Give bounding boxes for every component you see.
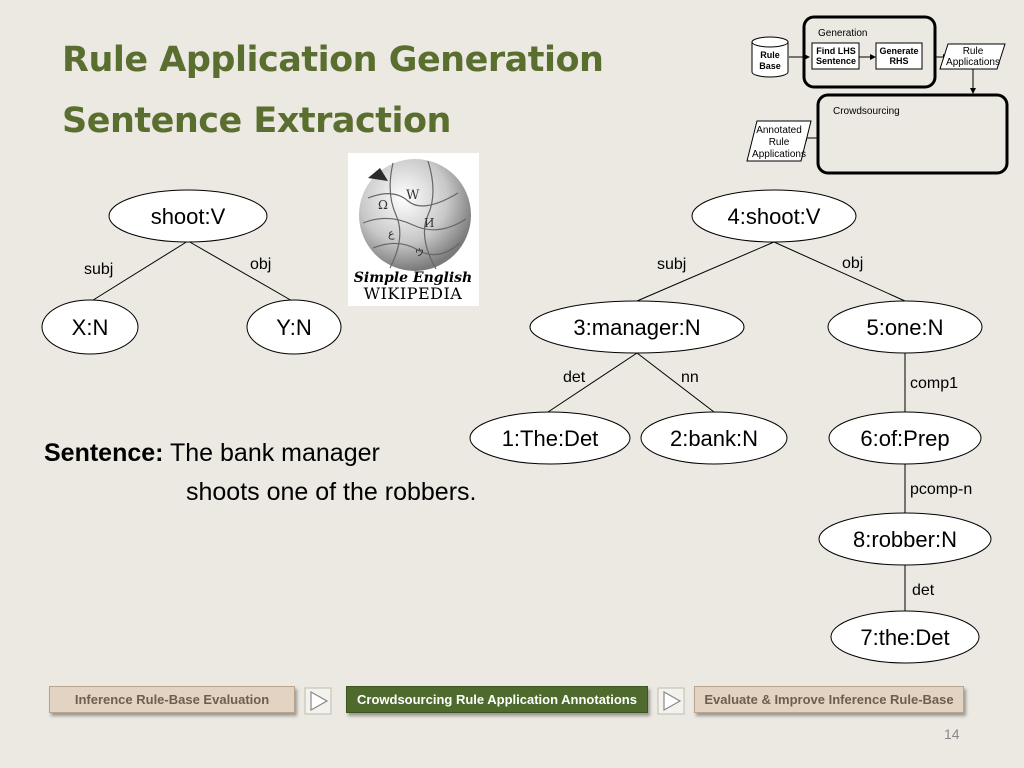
node-root-label: shoot:V bbox=[151, 204, 226, 229]
svg-text:W: W bbox=[406, 188, 420, 203]
svg-text:ع: ع bbox=[388, 227, 395, 240]
edge-nn-label: nn bbox=[681, 369, 699, 386]
node-6 bbox=[828, 411, 982, 465]
edge-obj bbox=[773, 241, 906, 302]
edge-subj-label: subj bbox=[657, 256, 686, 273]
arrowhead bbox=[804, 54, 810, 60]
edge-subj-label: subj bbox=[84, 261, 113, 278]
logo-line1: Simple English bbox=[354, 270, 472, 286]
node-4 bbox=[691, 189, 857, 243]
page-subtitle: Sentence Extraction bbox=[62, 101, 451, 141]
arrowhead bbox=[970, 88, 976, 94]
node-3-label: 3:manager:N bbox=[573, 315, 700, 340]
node-5 bbox=[827, 300, 983, 354]
crowdsourcing-box bbox=[816, 93, 1009, 175]
play-arrow-icon bbox=[310, 690, 329, 712]
page-title: Rule Application Generation bbox=[62, 40, 604, 80]
node-7 bbox=[830, 610, 980, 664]
node-6-label: 6:of:Prep bbox=[860, 426, 949, 451]
edge-det2-label: det bbox=[912, 582, 935, 599]
node-y bbox=[246, 299, 342, 355]
edge-pcomp-label: pcomp-n bbox=[910, 481, 972, 498]
generation-box bbox=[802, 15, 937, 89]
node-y-label: Y:N bbox=[276, 315, 311, 340]
arrowhead bbox=[870, 54, 876, 60]
edge-subj bbox=[636, 241, 775, 302]
parse-tree: 4:shoot:V 3:manager:N 5:one:N 1:The:Det … bbox=[469, 189, 992, 664]
sentence-line2: shoots one of the robbers. bbox=[186, 478, 477, 506]
node-x-label: X:N bbox=[72, 315, 109, 340]
edge-obj-label: obj bbox=[250, 256, 271, 273]
sentence-line1: The bank manager bbox=[169, 439, 380, 467]
node-1 bbox=[469, 411, 631, 465]
crowdsourcing-label: Crowdsourcing bbox=[833, 106, 900, 117]
node-x bbox=[41, 299, 139, 355]
edge-nn bbox=[636, 352, 715, 413]
edge-obj bbox=[187, 240, 295, 303]
node-5-label: 5:one:N bbox=[866, 315, 943, 340]
edge-comp1-label: comp1 bbox=[910, 375, 958, 392]
node-7-label: 7:the:Det bbox=[860, 625, 949, 650]
step-evaluate-improve[interactable]: Evaluate & Improve Inference Rule-Base bbox=[694, 686, 964, 713]
node-8 bbox=[818, 512, 992, 566]
play-arrow-icon bbox=[663, 690, 682, 712]
annotated-shape bbox=[746, 120, 812, 162]
generation-label: Generation bbox=[818, 28, 867, 39]
globe-icon bbox=[359, 159, 471, 271]
flow-arrow-2 bbox=[657, 687, 685, 715]
edge-det-label: det bbox=[563, 369, 586, 386]
flow-arrow-1 bbox=[304, 687, 332, 715]
edge-det bbox=[547, 352, 638, 413]
node-2-label: 2:bank:N bbox=[670, 426, 758, 451]
node-3 bbox=[529, 300, 745, 354]
page-number: 14 bbox=[944, 726, 960, 742]
step-crowdsourcing-annotations[interactable]: Crowdsourcing Rule Application Annotatio… bbox=[346, 686, 648, 713]
simple-english-wikipedia-logo: W Ω И ع ゥ Simple English WIKIPEDIA bbox=[348, 153, 479, 306]
node-8-label: 8:robber:N bbox=[853, 527, 957, 552]
sentence-label: Sentence: bbox=[44, 439, 164, 467]
find-lhs-box bbox=[811, 42, 860, 70]
svg-text:Ω: Ω bbox=[378, 198, 388, 212]
edge-subj bbox=[89, 240, 189, 303]
svg-text:ゥ: ゥ bbox=[414, 245, 425, 258]
generate-rhs-box bbox=[875, 42, 923, 70]
node-2 bbox=[640, 411, 788, 465]
sentence-block: Sentence: The bank manager shoots one of… bbox=[44, 434, 476, 512]
node-root bbox=[108, 189, 268, 243]
step-rulebase-evaluation[interactable]: Inference Rule-Base Evaluation bbox=[49, 686, 295, 713]
svg-text:И: И bbox=[424, 216, 434, 230]
rule-applications-shape bbox=[939, 43, 1006, 70]
node-4-label: 4:shoot:V bbox=[728, 204, 821, 229]
edge-obj-label: obj bbox=[842, 255, 863, 272]
node-1-label: 1:The:Det bbox=[502, 426, 599, 451]
rule-tree: shoot:V X:N Y:N subj obj bbox=[41, 189, 342, 355]
logo-line2: WIKIPEDIA bbox=[364, 284, 463, 303]
